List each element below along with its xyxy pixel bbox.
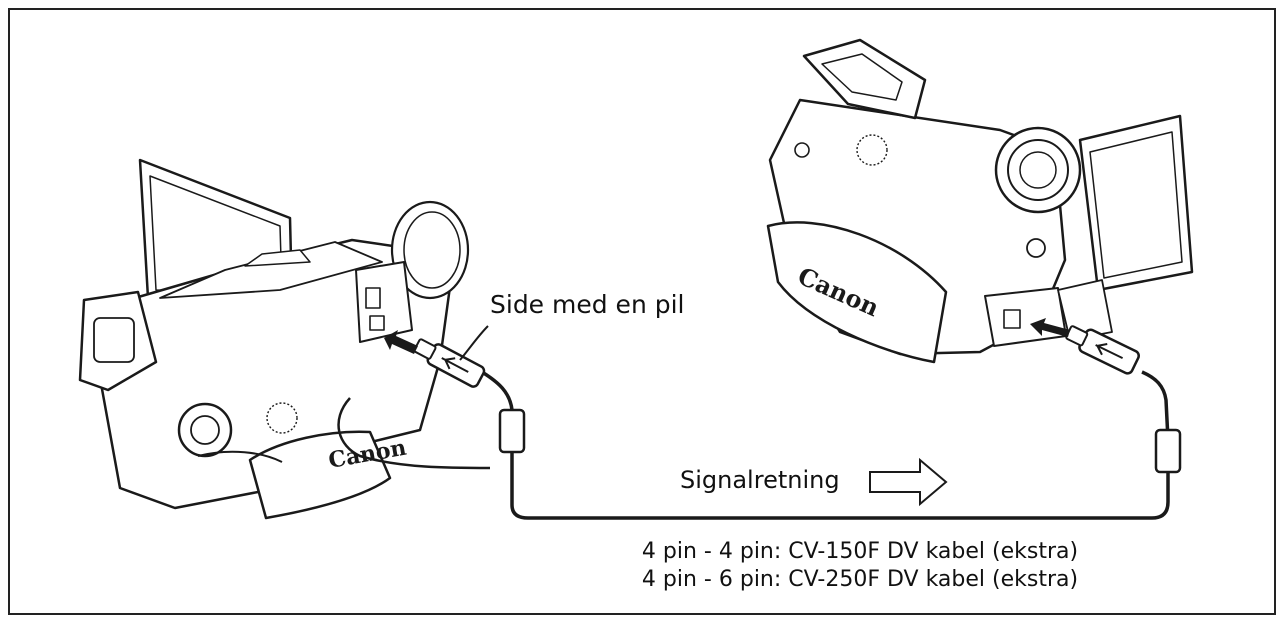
insertion-arrows: [384, 318, 1070, 354]
dv-cable: [337, 370, 1170, 520]
left-ferrite-core: [498, 408, 526, 454]
left-plug: [413, 338, 486, 388]
right-insert-arrow: [1030, 318, 1070, 337]
callout-leader-line: [459, 325, 489, 361]
cable-caption: 4 pin - 4 pin: CV-150F DV kabel (ekstra)…: [560, 538, 1160, 594]
signal-direction-label: Signalretning: [680, 466, 840, 494]
cable-plugs: [413, 325, 1140, 388]
ferrite-cores: [498, 408, 1182, 474]
right-plug: [1065, 325, 1140, 375]
caption-line-2: 4 pin - 6 pin: CV-250F DV kabel (ekstra): [641, 567, 1079, 592]
caption-line-1: 4 pin - 4 pin: CV-150F DV kabel (ekstra): [641, 539, 1079, 564]
left-insert-arrow: [384, 330, 418, 354]
left-camcorder: [78, 158, 470, 520]
signal-direction-arrow: [869, 457, 948, 507]
connector-side-label: Side med en pil: [490, 290, 685, 319]
right-ferrite-core: [1154, 428, 1182, 474]
right-camcorder: [766, 38, 1194, 364]
